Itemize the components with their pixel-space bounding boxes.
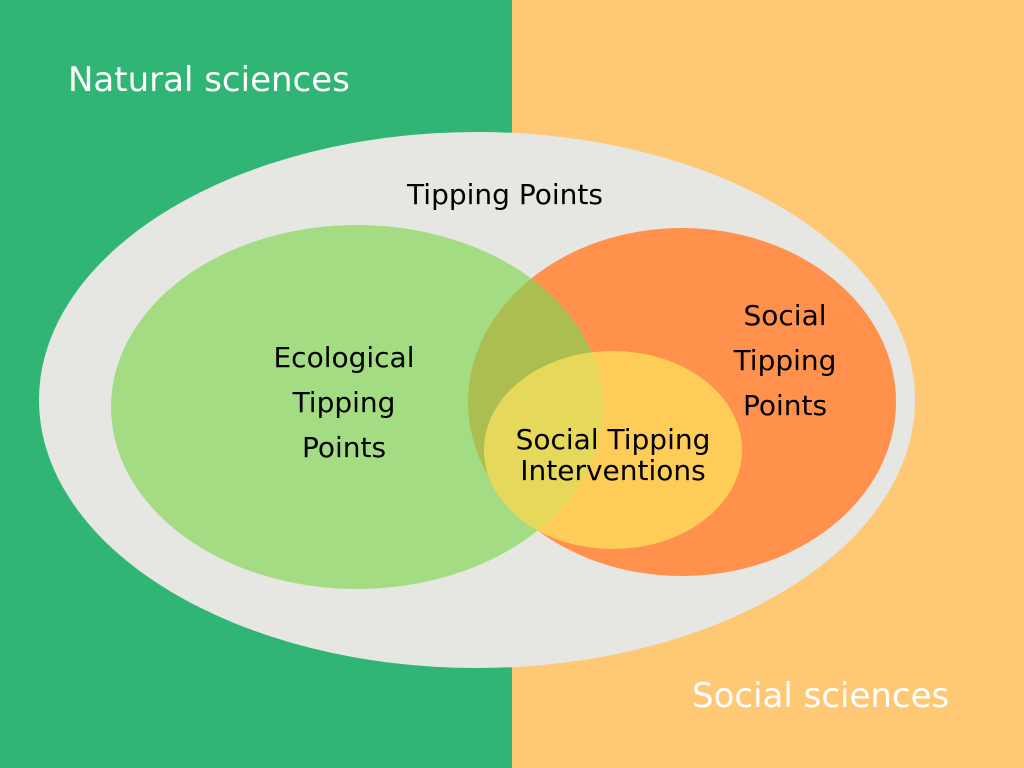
- social-tipping-interventions-label: Social Tipping Interventions: [516, 423, 711, 487]
- ecological-tipping-points-ellipse: [111, 225, 603, 589]
- label-line: Tipping: [292, 386, 396, 419]
- label-line: Points: [743, 389, 827, 422]
- social-tipping-points-label: Social Tipping Points: [733, 299, 837, 422]
- label-line: Social Tipping: [516, 423, 711, 456]
- label-line: Ecological: [273, 341, 414, 374]
- ecological-tipping-points-label: Ecological Tipping Points: [273, 341, 414, 464]
- label-line: Interventions: [520, 454, 706, 487]
- social-sciences-label: Social sciences: [692, 676, 949, 716]
- label-line: Tipping: [733, 344, 837, 377]
- label-line: Points: [302, 431, 386, 464]
- natural-sciences-label: Natural sciences: [68, 60, 350, 100]
- label-line: Social: [743, 299, 826, 332]
- tipping-points-label: Tipping Points: [406, 178, 603, 211]
- eco-interventions-overlap: [484, 351, 603, 549]
